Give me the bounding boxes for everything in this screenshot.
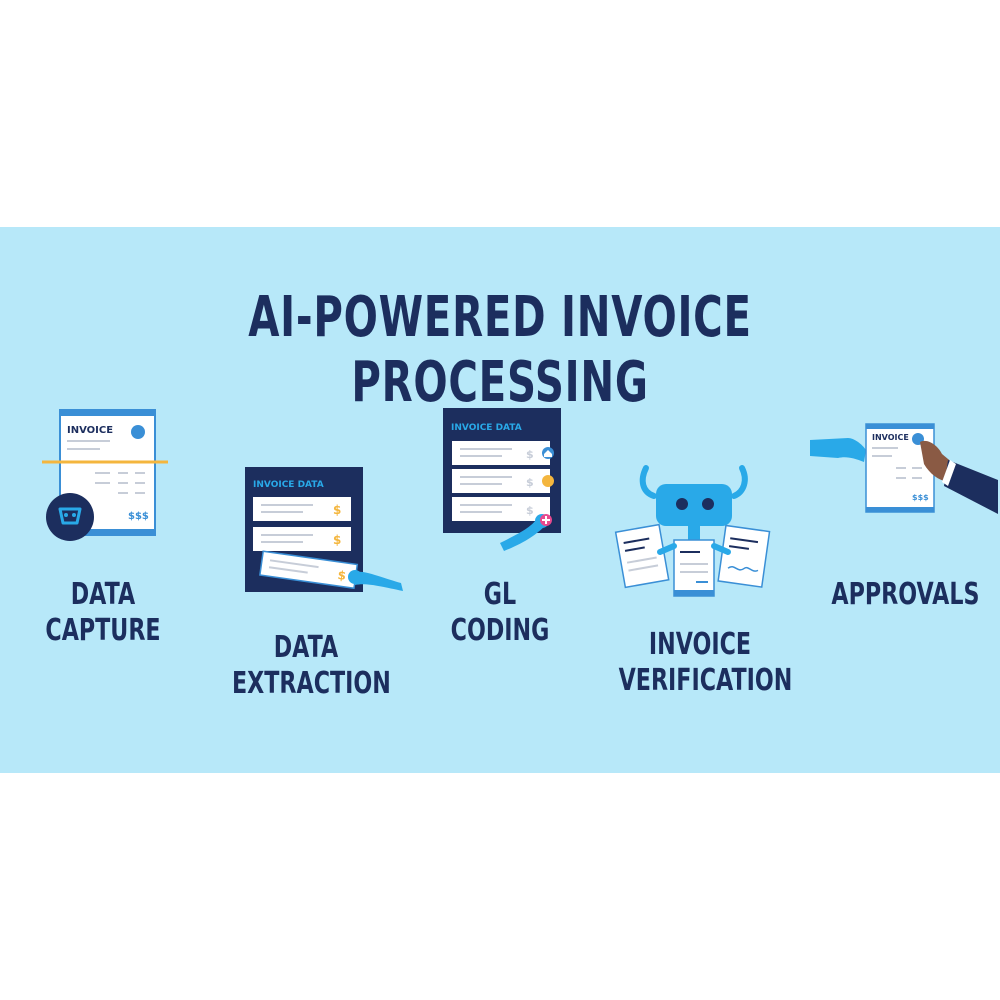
doc-line [624,546,645,552]
invoice-seal-icon [131,425,145,439]
plus-glyph [542,516,550,524]
robot-antenna-left [639,465,657,499]
human-hand-icon [920,440,954,482]
robot-arm-icon [500,517,546,551]
robot-arm-right [711,543,731,555]
step-label-line: DATA [273,630,339,665]
invoice-data-label: INVOICE DATA [451,423,522,433]
invoice-header-bar [60,410,155,416]
verification-document-center [673,539,715,597]
invoice-footer-bar [60,529,155,535]
step-label-line: CAPTURE [45,613,161,648]
doc-line [623,537,650,544]
document-rect [717,524,771,588]
data-field-row [253,497,351,521]
dollar-icon: $ [526,448,534,461]
robot-hand [348,570,362,584]
human-sleeve [944,460,998,514]
home-glyph [544,450,552,457]
robot-eye [702,498,714,510]
invoice-amount: $$$ [128,511,149,522]
shirt-cuff [942,460,956,486]
approval-header-bar [866,424,934,429]
step-label-line: APPROVALS [831,577,980,612]
dollar-icon: $ [526,476,534,489]
signature-line [727,566,759,572]
dollar-icon: $ [333,533,341,547]
gl-coding-illustration: INVOICE DATA $ $ $ [443,408,561,551]
step-label-line: GL [483,577,517,612]
robot-badge-icon [46,493,94,541]
approval-footer-bar [866,507,934,512]
step-label-approvals: APPROVALS [808,577,988,613]
doc-line [626,556,657,564]
invoice-label: INVOICE [67,425,113,436]
robot-eye [64,513,68,517]
step-label-line: CODING [450,613,550,648]
field-line [268,566,308,574]
dollar-icon: $ [333,503,341,517]
step-label-line: VERIFICATION [618,663,793,698]
data-field-row [452,497,550,521]
doc-line [730,537,759,544]
robot-neck [688,526,700,540]
step-label-gl-coding: GL CODING [420,577,580,649]
doc-line [628,564,659,572]
data-field-row [452,469,550,493]
robot-eye [676,498,688,510]
robot-face-icon [58,507,82,525]
field-line [269,559,319,569]
verification-document-left [614,523,670,589]
verification-document-right [717,524,771,588]
step-label-data-extraction: DATA EXTRACTION [206,630,406,702]
invoice-amount: $$$ [912,493,929,502]
robot-eye [72,513,76,517]
robot-arm-left [657,543,677,555]
data-field-row [452,441,550,465]
doc-line [728,545,750,550]
data-capture-illustration: INVOICE $$$ [42,409,168,541]
step-label-line: EXTRACTION [232,666,391,701]
step-label-invoice-verification: INVOICE VERIFICATION [590,627,810,699]
robot-arm-icon [810,438,866,462]
page-title: AI-POWERED INVOICE PROCESSING [248,285,752,415]
invoice-label: INVOICE [872,433,909,442]
invoice-verification-illustration [614,465,771,597]
coin-code-icon [542,475,554,487]
extracted-field-card: $ [259,550,359,590]
step-label-line: DATA [70,577,136,612]
robot-arm-icon [351,571,403,591]
dollar-icon: $ [526,504,534,517]
document-bar [674,590,714,596]
invoice-data-label: INVOICE DATA [253,480,324,490]
dollar-icon: $ [337,568,347,583]
data-field-row [253,527,351,551]
robot-antenna-right [731,465,748,499]
document-rect [673,539,715,597]
document-rect [614,523,670,589]
data-extraction-illustration: INVOICE DATA $ $ $ [245,467,403,592]
step-label-data-capture: DATA CAPTURE [23,577,183,649]
step-label-line: INVOICE [648,627,752,662]
approvals-illustration: INVOICE $$$ [810,423,998,514]
robot-head-icon [656,484,732,526]
